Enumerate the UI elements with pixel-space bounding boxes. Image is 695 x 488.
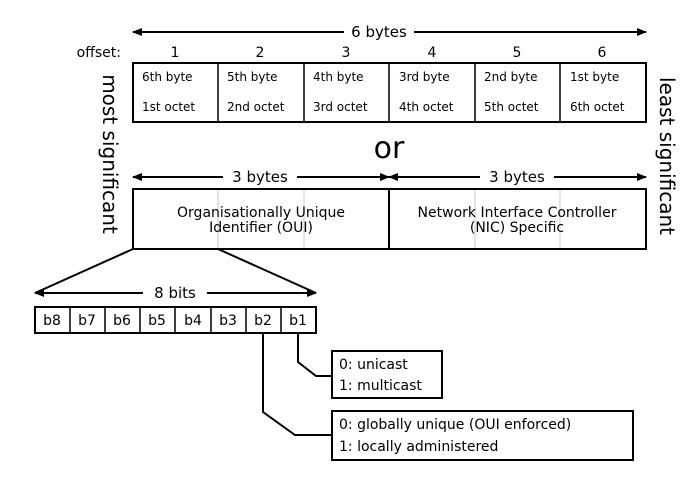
byte-cell-label: 1st byte — [570, 70, 619, 84]
nic-span-label: 3 bytes — [489, 168, 545, 186]
octet-cell-label: 4th octet — [399, 100, 454, 114]
or-label: or — [374, 131, 405, 166]
oui-label-line2: Identifier (OUI) — [209, 220, 313, 236]
bits-row: b8 b7 b6 b5 b4 b3 b2 b1 — [34, 306, 317, 334]
offset-label: offset: — [77, 45, 121, 61]
nic-span-label-bg — [480, 167, 554, 187]
bit-cell: b6 — [113, 313, 131, 329]
six-bytes-label: 6 bytes — [351, 23, 407, 41]
b2-global-text: 0: globally unique (OUI enforced) — [339, 417, 571, 433]
bit-cell: b2 — [254, 313, 272, 329]
most-significant-label: most significant — [98, 74, 122, 234]
eight-bits-label-bg — [143, 283, 207, 303]
nic-label-line1: Network Interface Controller — [418, 205, 617, 221]
octet-cell-label: 1st octet — [142, 100, 195, 114]
b1-callout: 0: unicast 1: multicast — [297, 333, 443, 399]
expansion-line-right — [217, 248, 317, 294]
octet-cell-label: 5th octet — [484, 100, 539, 114]
b1-unicast-text: 0: unicast — [339, 357, 408, 373]
b1-leader-line — [297, 333, 332, 377]
eight-bits-label: 8 bits — [154, 284, 196, 302]
byte-cell-label: 6th byte — [142, 70, 193, 84]
oui-label-line1: Organisationally Unique — [177, 205, 345, 221]
bit-cell: b3 — [219, 313, 237, 329]
byte-cell-label: 5th byte — [227, 70, 278, 84]
octet-expansion-lines — [34, 248, 317, 294]
oui-span-label-bg — [223, 167, 297, 187]
bit-cell: b7 — [78, 313, 96, 329]
octet-cell-label: 3rd octet — [313, 100, 368, 114]
six-bytes-label-bg — [344, 22, 414, 42]
byte-cell-label: 2nd byte — [484, 70, 537, 84]
octet-cell-label: 6th octet — [570, 100, 625, 114]
eight-bits-span: 8 bits — [34, 283, 317, 303]
byte-cell-label: 4th byte — [313, 70, 364, 84]
bit-cell: b8 — [43, 313, 61, 329]
least-significant-label: least significant — [655, 77, 679, 235]
bit-cell: b4 — [184, 313, 202, 329]
bit-cell: b1 — [289, 313, 307, 329]
octet-cell-label: 2nd octet — [227, 100, 285, 114]
offset-number: 2 — [256, 45, 265, 61]
three-bytes-spans: 3 bytes 3 bytes — [132, 167, 647, 187]
expansion-line-left — [34, 248, 134, 294]
bit-cell: b5 — [148, 313, 166, 329]
b1-meaning-box — [331, 350, 443, 399]
b1-multicast-text: 1: multicast — [339, 378, 422, 394]
b2-meaning-box — [331, 410, 634, 461]
b2-local-text: 1: locally administered — [339, 439, 498, 455]
offset-number: 3 — [342, 45, 351, 61]
b2-leader-line — [262, 333, 332, 436]
offset-number: 6 — [598, 45, 607, 61]
oui-nic-table: Organisationally Unique Identifier (OUI)… — [132, 188, 647, 250]
offset-number: 5 — [513, 45, 522, 61]
six-bytes-span: 6 bytes — [132, 22, 647, 42]
oui-span-label: 3 bytes — [232, 168, 288, 186]
offset-number: 1 — [171, 45, 180, 61]
offset-numbers: 1 2 3 4 5 6 — [171, 45, 607, 61]
nic-label-line2: (NIC) Specific — [470, 220, 564, 236]
b2-callout: 0: globally unique (OUI enforced) 1: loc… — [262, 333, 634, 461]
offset-number: 4 — [428, 45, 437, 61]
byte-table: 6th byte 1st octet 5th byte 2nd octet 4t… — [132, 62, 647, 123]
byte-cell-label: 3rd byte — [399, 70, 450, 84]
